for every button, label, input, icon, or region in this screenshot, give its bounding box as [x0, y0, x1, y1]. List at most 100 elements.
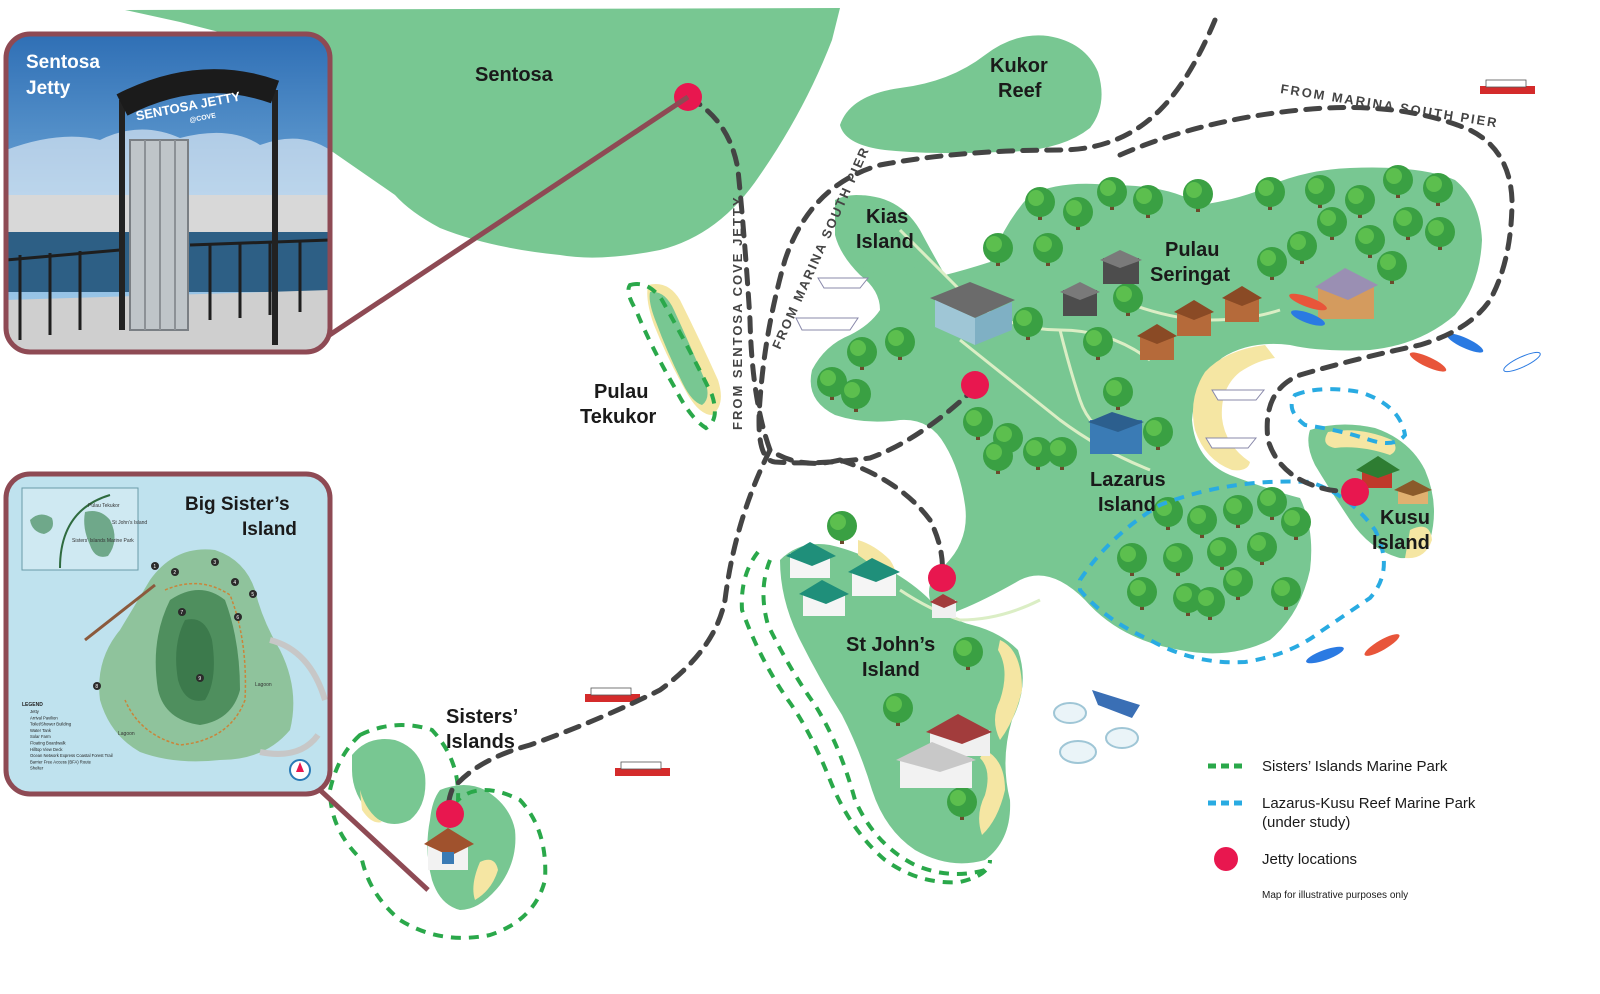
label-kias-1: Kias [866, 206, 908, 228]
jetty-markers [436, 83, 1369, 828]
big-sister-legend-item: Jetty [30, 709, 40, 714]
tree-icon [841, 379, 871, 412]
kusu-island-landmass [1308, 424, 1434, 559]
tree-icon [1083, 327, 1113, 360]
big-sister-legend-item: Floating Boardwalk [30, 741, 67, 746]
legend-swatch-jetty [1214, 847, 1238, 871]
big-sister-marker-number: 7 [180, 610, 183, 616]
label-sisters-2: Islands [446, 731, 515, 753]
route-sentosa-cove [685, 94, 843, 466]
sisters-pavilion [424, 828, 474, 870]
label-tekukor-2: Tekukor [580, 406, 657, 428]
big-sister-marker-number: 5 [251, 592, 254, 598]
tree-icon [1281, 507, 1311, 540]
tree-icon [883, 693, 913, 726]
legend-label-lazarus-1: Lazarus-Kusu Reef Marine Park [1262, 795, 1476, 812]
mini-label-lagoon-1: Lagoon [255, 682, 272, 688]
jetty-seringat [961, 371, 989, 399]
ferry-northeast [1480, 79, 1535, 94]
route-label-sentosa-cove: FROM SENTOSA COVE JETTY [730, 195, 745, 430]
label-kukor-reef-1: Kukor [990, 55, 1048, 77]
seringat-huts [1060, 250, 1378, 454]
big-sister-legend-item: Solar Farm [30, 734, 51, 739]
tree-icon [1013, 307, 1043, 340]
mini-label-marine-park: Sisters’ Islands Marine Park [72, 538, 134, 544]
big-sister-marker-number: 6 [236, 615, 239, 621]
big-sister-marker-number: 2 [173, 570, 176, 576]
tree-icon [1195, 587, 1225, 620]
ferry-sisters-1 [585, 687, 640, 702]
label-sisters-1: Sisters’ [446, 706, 518, 728]
tree-icon [847, 337, 877, 370]
locator-map [21, 487, 139, 571]
tree-icon [1023, 437, 1053, 470]
map-legend: Sisters’ Islands Marine Park Lazarus-Kus… [1208, 758, 1476, 901]
label-sentosa: Sentosa [475, 64, 554, 86]
kias-pavilion [930, 282, 1015, 345]
tree-icon [1097, 177, 1127, 210]
big-sister-legend-item: Toilet/Shower Building [30, 722, 72, 727]
ferry-sisters-2 [615, 761, 670, 776]
big-sister-marker-number: 4 [233, 580, 236, 586]
tree-icon [1207, 537, 1237, 570]
callout-line-sentosa [320, 94, 690, 343]
label-kukor-reef-2: Reef [998, 80, 1042, 102]
tree-icon [1377, 251, 1407, 284]
callout-line-sisters [318, 788, 430, 892]
big-sister-legend-item: Water Tank [30, 728, 52, 733]
tree-icon [1163, 543, 1193, 576]
label-kusu-2: Island [1372, 532, 1430, 554]
yacht-2 [795, 317, 859, 331]
tree-icon [1187, 505, 1217, 538]
tree-icon [963, 407, 993, 440]
mini-label-st-johns: St John’s Island [112, 520, 147, 526]
tree-icon [1223, 567, 1253, 600]
kusu-temple [1356, 456, 1432, 504]
tree-icon [1423, 173, 1453, 206]
route-to-sisters [445, 447, 773, 815]
mini-label-lagoon-2: Lagoon [118, 731, 135, 737]
trees [817, 165, 1455, 820]
label-seringat-2: Seringat [1150, 264, 1230, 286]
label-kias-2: Island [856, 231, 914, 253]
tree-icon [1305, 175, 1335, 208]
tree-icon [1033, 233, 1063, 266]
jetty-sisters [436, 800, 464, 828]
tree-icon [983, 441, 1013, 474]
jetty-st-johns [928, 564, 956, 592]
inset-big-sister: Pulau Tekukor St John’s Island Sisters’ … [3, 471, 333, 797]
label-st-johns-2: Island [862, 659, 920, 681]
tree-icon [1183, 179, 1213, 212]
sisters-islands-landmass [352, 739, 516, 910]
tree-icon [1047, 437, 1077, 470]
route-to-st-johns [837, 457, 945, 581]
tree-icon [1317, 207, 1347, 240]
tree-icon [827, 511, 857, 544]
big-sister-legend-item: Shelter [30, 766, 44, 771]
ferry-routes [445, 17, 1515, 815]
big-sister-legend-item: Hilltop View Deck [30, 747, 63, 752]
big-sister-legend-item: Barrier Free Access (BFA) Route [30, 759, 92, 764]
inset-big-sister-title-2: Island [242, 519, 297, 540]
tree-icon [1393, 207, 1423, 240]
yacht-4 [1205, 437, 1258, 449]
tree-icon [1025, 187, 1055, 220]
lazarus-kusu-marine-park-boundary [1078, 387, 1408, 665]
tree-icon [1133, 185, 1163, 218]
inset-big-sister-title-1: Big Sister’s [185, 494, 290, 515]
tree-icon [947, 787, 977, 820]
buildings [424, 250, 1432, 870]
tree-icon [1247, 532, 1277, 565]
tree-icon [1255, 177, 1285, 210]
tree-icon [1143, 417, 1173, 450]
inset-sentosa-title-2: Jetty [26, 78, 71, 99]
yacht-3 [1211, 389, 1266, 401]
st-johns-buildings [786, 542, 992, 788]
tree-icon [1113, 283, 1143, 316]
tree-icon [1257, 247, 1287, 280]
tree-icon [1257, 487, 1287, 520]
tree-icon [1383, 165, 1413, 198]
